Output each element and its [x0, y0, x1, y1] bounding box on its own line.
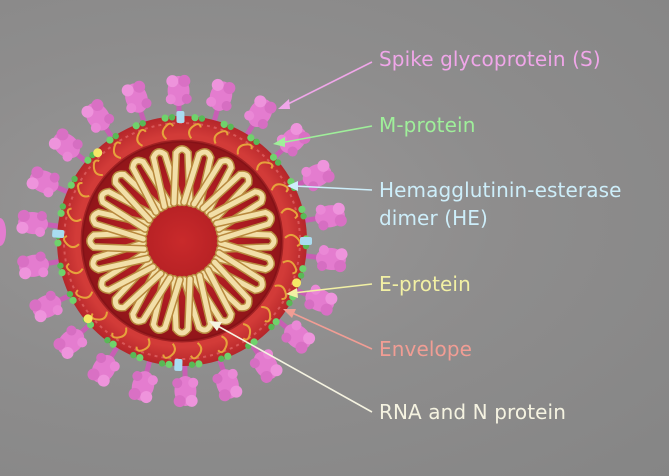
spike-protein	[29, 290, 77, 323]
spike-protein	[17, 251, 67, 280]
envelope-label: Envelope	[379, 337, 473, 361]
m-protein	[104, 327, 128, 348]
spike-protein	[81, 99, 119, 145]
e-protein-leader-line	[292, 283, 373, 294]
rna-arrowhead	[209, 321, 222, 331]
hemagglutinin-esterase-label: Hemagglutinin-esterase	[379, 178, 622, 202]
m-protein	[132, 120, 147, 147]
he-dimer	[52, 229, 65, 238]
spike-protein	[121, 80, 152, 130]
rna-loop	[190, 265, 236, 326]
m-protein	[213, 120, 234, 144]
rna-loop	[128, 156, 174, 217]
spike-layer	[16, 74, 348, 408]
m-protein	[161, 114, 176, 140]
spike-protein	[48, 128, 93, 168]
membrane-protein-layer	[52, 110, 312, 372]
rna-loop	[206, 187, 267, 233]
m-protein-leader-line	[279, 125, 373, 144]
rna-loop	[149, 148, 184, 211]
partial-virus	[0, 218, 6, 246]
m-protein	[57, 262, 84, 277]
rna-loop	[206, 249, 267, 295]
he-dimer	[174, 358, 183, 372]
rna-loop	[111, 170, 165, 224]
m-protein	[280, 205, 307, 220]
m-protein	[67, 175, 90, 198]
rna-loop	[212, 239, 275, 274]
rna-loop	[89, 239, 152, 274]
rna-loop	[149, 271, 184, 334]
m-protein	[256, 153, 282, 171]
hemagglutinin-esterase-label-line2: dimer (HE)	[379, 206, 488, 230]
m-protein-arrowhead	[273, 137, 285, 147]
m-protein	[130, 338, 151, 362]
rna-loop	[190, 156, 236, 217]
rna-loop	[111, 258, 165, 312]
he-dimer	[300, 237, 312, 245]
rna-loop	[97, 187, 158, 233]
rna-loop	[199, 170, 253, 224]
rna-loop	[97, 249, 158, 295]
spike-leader-line	[283, 61, 373, 107]
m-protein	[217, 335, 232, 362]
rna-loop	[128, 265, 174, 326]
e-protein	[292, 278, 302, 288]
he-leader-line	[293, 185, 373, 191]
m-protein	[66, 289, 94, 304]
spike-glycoprotein-label: Spike glycoprotein (S)	[379, 47, 601, 71]
m-protein	[158, 343, 176, 368]
rna-loop	[180, 271, 215, 334]
rna-loop	[199, 258, 253, 312]
spike-protein	[298, 245, 348, 273]
spike-protein	[271, 314, 316, 354]
spike-arrowhead	[278, 99, 290, 109]
m-protein	[236, 134, 260, 155]
m-protein	[242, 323, 258, 350]
e-protein	[83, 314, 93, 324]
rna-loop	[212, 208, 275, 243]
spike-protein	[297, 202, 347, 231]
leader-lines	[209, 61, 373, 413]
rna-loop	[170, 275, 194, 337]
he-arrowhead	[287, 181, 298, 191]
rna-loop	[86, 229, 148, 253]
spike-protein	[128, 354, 158, 404]
m-protein-label: M-protein	[379, 113, 476, 137]
m-protein	[261, 305, 280, 331]
envelope-leader-line	[289, 311, 373, 350]
rna-n-protein-label: RNA and N protein	[379, 400, 566, 424]
envelope-arrowhead	[283, 309, 296, 318]
m-protein	[188, 342, 203, 368]
rna-loop	[89, 208, 152, 243]
rna-loop	[216, 229, 278, 253]
spike-protein	[87, 340, 123, 387]
rna-loop	[180, 148, 215, 211]
spike-protein	[53, 318, 97, 359]
rna-n-protein-coil	[86, 145, 278, 337]
virus-interior	[82, 141, 282, 341]
m-protein	[282, 260, 307, 279]
he-dimer	[176, 110, 185, 124]
m-protein	[106, 132, 122, 159]
e-protein-arrowhead	[286, 288, 298, 298]
rna-leader-line	[215, 324, 373, 413]
rna-loop	[170, 145, 194, 207]
e-protein-label: E-protein	[379, 272, 471, 296]
m-protein	[57, 203, 82, 222]
m-protein	[188, 114, 206, 139]
e-protein	[93, 148, 103, 158]
